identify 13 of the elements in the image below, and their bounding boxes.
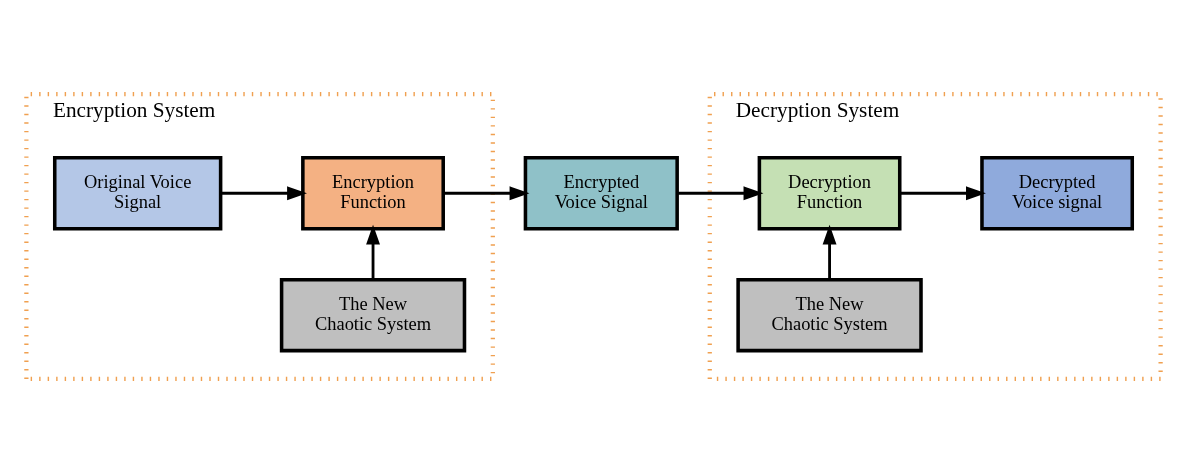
arrow: [900, 185, 986, 200]
arrow: [443, 185, 530, 200]
node-box: Encrypted Voice Signal: [523, 155, 679, 230]
arrow: [822, 224, 837, 279]
arrow: [221, 185, 307, 200]
node-box: Decryption Function: [757, 155, 902, 230]
arrow: [366, 224, 380, 279]
node-box: The New Chaotic System: [736, 277, 923, 352]
node-box: The New Chaotic System: [279, 277, 467, 352]
arrow: [677, 185, 764, 200]
node-box: Original Voice Signal: [52, 155, 223, 230]
node-box: Decrypted Voice signal: [980, 155, 1135, 230]
node-box: Encryption Function: [301, 155, 445, 230]
